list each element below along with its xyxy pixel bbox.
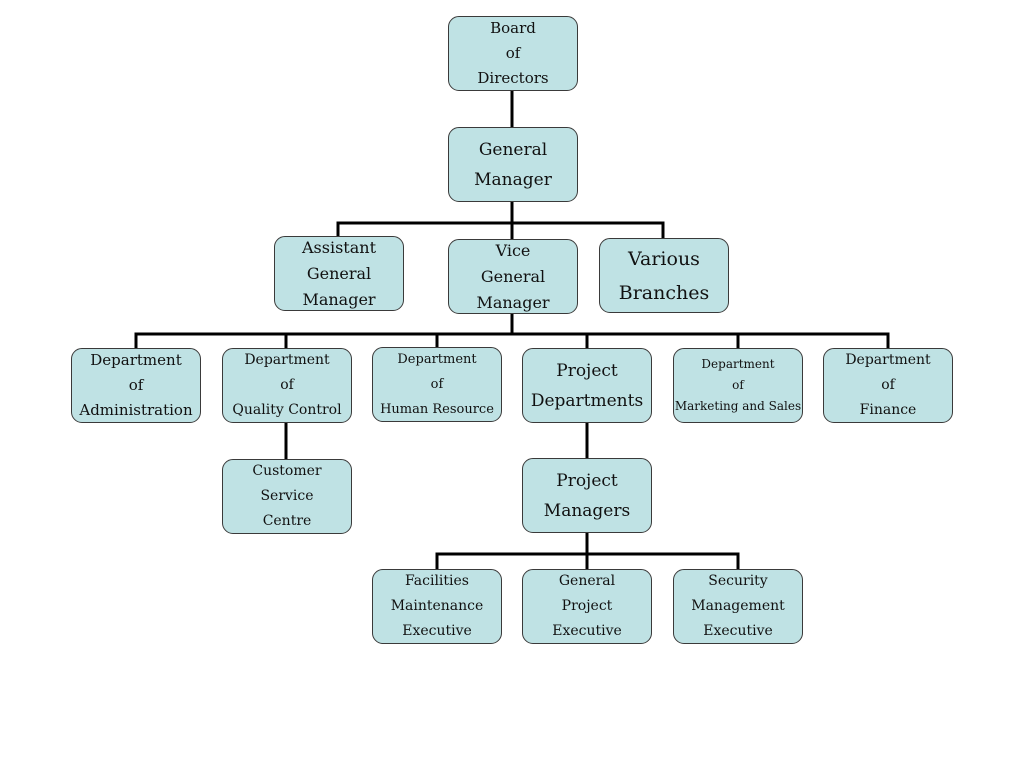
node-text: Managers [543, 500, 631, 521]
node-board-of-directors: Board of Directors [448, 16, 578, 91]
node-text: Assistant [301, 237, 376, 257]
node-text: General [306, 263, 372, 283]
node-project-managers: Project Managers [522, 458, 652, 533]
node-text: Department [701, 357, 775, 371]
node-department-of-marketing-and-sales: Department of Marketing and Sales [673, 348, 803, 423]
node-text: Executive [703, 623, 773, 639]
node-text: Department [397, 352, 477, 367]
node-text: General [480, 266, 546, 286]
node-text: Project [556, 470, 618, 491]
node-text: General [478, 139, 548, 160]
node-various-branches: Various Branches [599, 238, 729, 313]
node-department-of-administration: Department of Administration [71, 348, 201, 423]
node-text: Human Resource [380, 402, 494, 417]
node-text: Project [561, 598, 613, 614]
node-text: Management [691, 598, 785, 614]
node-project-departments: Project Departments [522, 348, 652, 423]
node-text: Administration [79, 401, 193, 419]
node-text: Finance [859, 402, 917, 418]
node-facilities-maintenance-executive: Facilities Maintenance Executive [372, 569, 502, 644]
node-text: of [732, 378, 744, 392]
node-text: Department [244, 352, 330, 368]
node-text: Service [260, 488, 314, 504]
node-text: Various [628, 247, 700, 270]
node-general-project-executive: General Project Executive [522, 569, 652, 644]
node-text: Departments [530, 390, 644, 411]
node-text: Project [556, 360, 618, 381]
node-text: Marketing and Sales [674, 399, 802, 413]
node-text: Board [490, 19, 536, 37]
node-text: Facilities [405, 573, 469, 589]
node-text: Directors [477, 69, 549, 87]
node-text: Customer [252, 463, 322, 479]
node-department-of-human-resource: Department of Human Resource [372, 347, 502, 422]
node-text: Manager [474, 169, 552, 190]
node-text: of [505, 44, 521, 62]
node-text: Executive [552, 623, 622, 639]
node-text: Department [845, 352, 931, 368]
node-security-management-executive: Security Management Executive [673, 569, 803, 644]
node-text: Manager [302, 289, 376, 309]
node-text: Vice [495, 240, 531, 260]
node-vice-general-manager: Vice General Manager [448, 239, 578, 314]
node-text: of [430, 377, 444, 392]
node-text: Branches [618, 281, 710, 304]
node-text: Executive [402, 623, 472, 639]
node-text: Department [90, 351, 182, 369]
node-text: Maintenance [390, 598, 484, 614]
node-department-of-quality-control: Department of Quality Control [222, 348, 352, 423]
node-text: of [128, 376, 144, 394]
node-text: Quality Control [232, 402, 342, 418]
node-department-of-finance: Department of Finance [823, 348, 953, 423]
node-text: Security [708, 573, 768, 589]
node-assistant-general-manager: Assistant General Manager [274, 236, 404, 311]
node-text: Centre [262, 513, 312, 529]
node-text: of [280, 377, 294, 393]
node-customer-service-centre: Customer Service Centre [222, 459, 352, 534]
node-text: General [558, 573, 616, 589]
node-text: of [881, 377, 895, 393]
node-text: Manager [476, 292, 550, 312]
node-general-manager: General Manager [448, 127, 578, 202]
